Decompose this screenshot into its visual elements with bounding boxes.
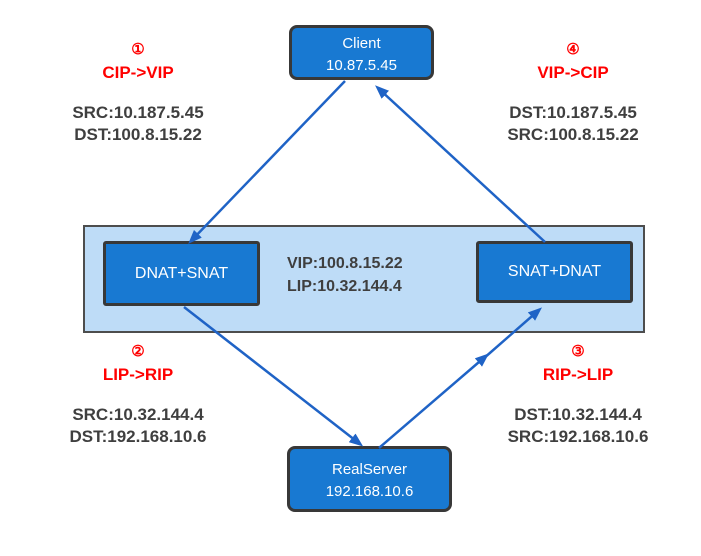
lip-address: LIP:10.32.144.4 (287, 278, 402, 295)
realserver-node: RealServer 192.168.10.6 (287, 446, 452, 512)
realserver-label: RealServer (331, 461, 408, 478)
client-label: Client (342, 35, 381, 52)
step-3-dst: DST:10.32.144.4 (514, 405, 642, 424)
client-node: Client 10.87.5.45 (289, 25, 434, 80)
dnat-snat-label: DNAT+SNAT (134, 264, 229, 282)
step-3-number: ③ (571, 343, 585, 360)
step-4-dst: DST:10.187.5.45 (509, 103, 637, 122)
step-1-label: ① CIP->VIP SRC:10.187.5.45 DST:100.8.15.… (48, 40, 228, 146)
step-2-src: SRC:10.32.144.4 (72, 405, 204, 424)
step-4-label: ④ VIP->CIP DST:10.187.5.45 SRC:100.8.15.… (483, 40, 663, 146)
step-3-title: RIP->LIP (542, 365, 614, 384)
step-1-src: SRC:10.187.5.45 (72, 103, 204, 122)
step-2-title: LIP->RIP (102, 365, 174, 384)
step-2-number: ② (131, 343, 145, 360)
snat-dnat-box: SNAT+DNAT (476, 241, 633, 303)
step-1-title: CIP->VIP (102, 63, 174, 82)
vip-address: VIP:100.8.15.22 (287, 255, 403, 272)
dnat-snat-box: DNAT+SNAT (103, 241, 260, 306)
arrow-realserver-to-snat-segment1 (378, 353, 490, 449)
step-4-title: VIP->CIP (537, 63, 609, 82)
client-ip: 10.87.5.45 (326, 57, 397, 74)
step-1-dst: DST:100.8.15.22 (74, 125, 202, 144)
step-2-dst: DST:192.168.10.6 (69, 427, 207, 446)
snat-dnat-label: SNAT+DNAT (507, 263, 602, 280)
lb-address-info: VIP:100.8.15.22 LIP:10.32.144.4 (287, 252, 403, 298)
step-3-label: ③ RIP->LIP DST:10.32.144.4 SRC:192.168.1… (488, 342, 668, 448)
step-4-number: ④ (566, 41, 580, 58)
step-2-label: ② LIP->RIP SRC:10.32.144.4 DST:192.168.1… (48, 342, 228, 448)
realserver-ip: 192.168.10.6 (325, 483, 414, 500)
step-3-src: SRC:192.168.10.6 (507, 427, 649, 446)
step-4-src: SRC:100.8.15.22 (507, 125, 639, 144)
step-1-number: ① (131, 41, 145, 58)
